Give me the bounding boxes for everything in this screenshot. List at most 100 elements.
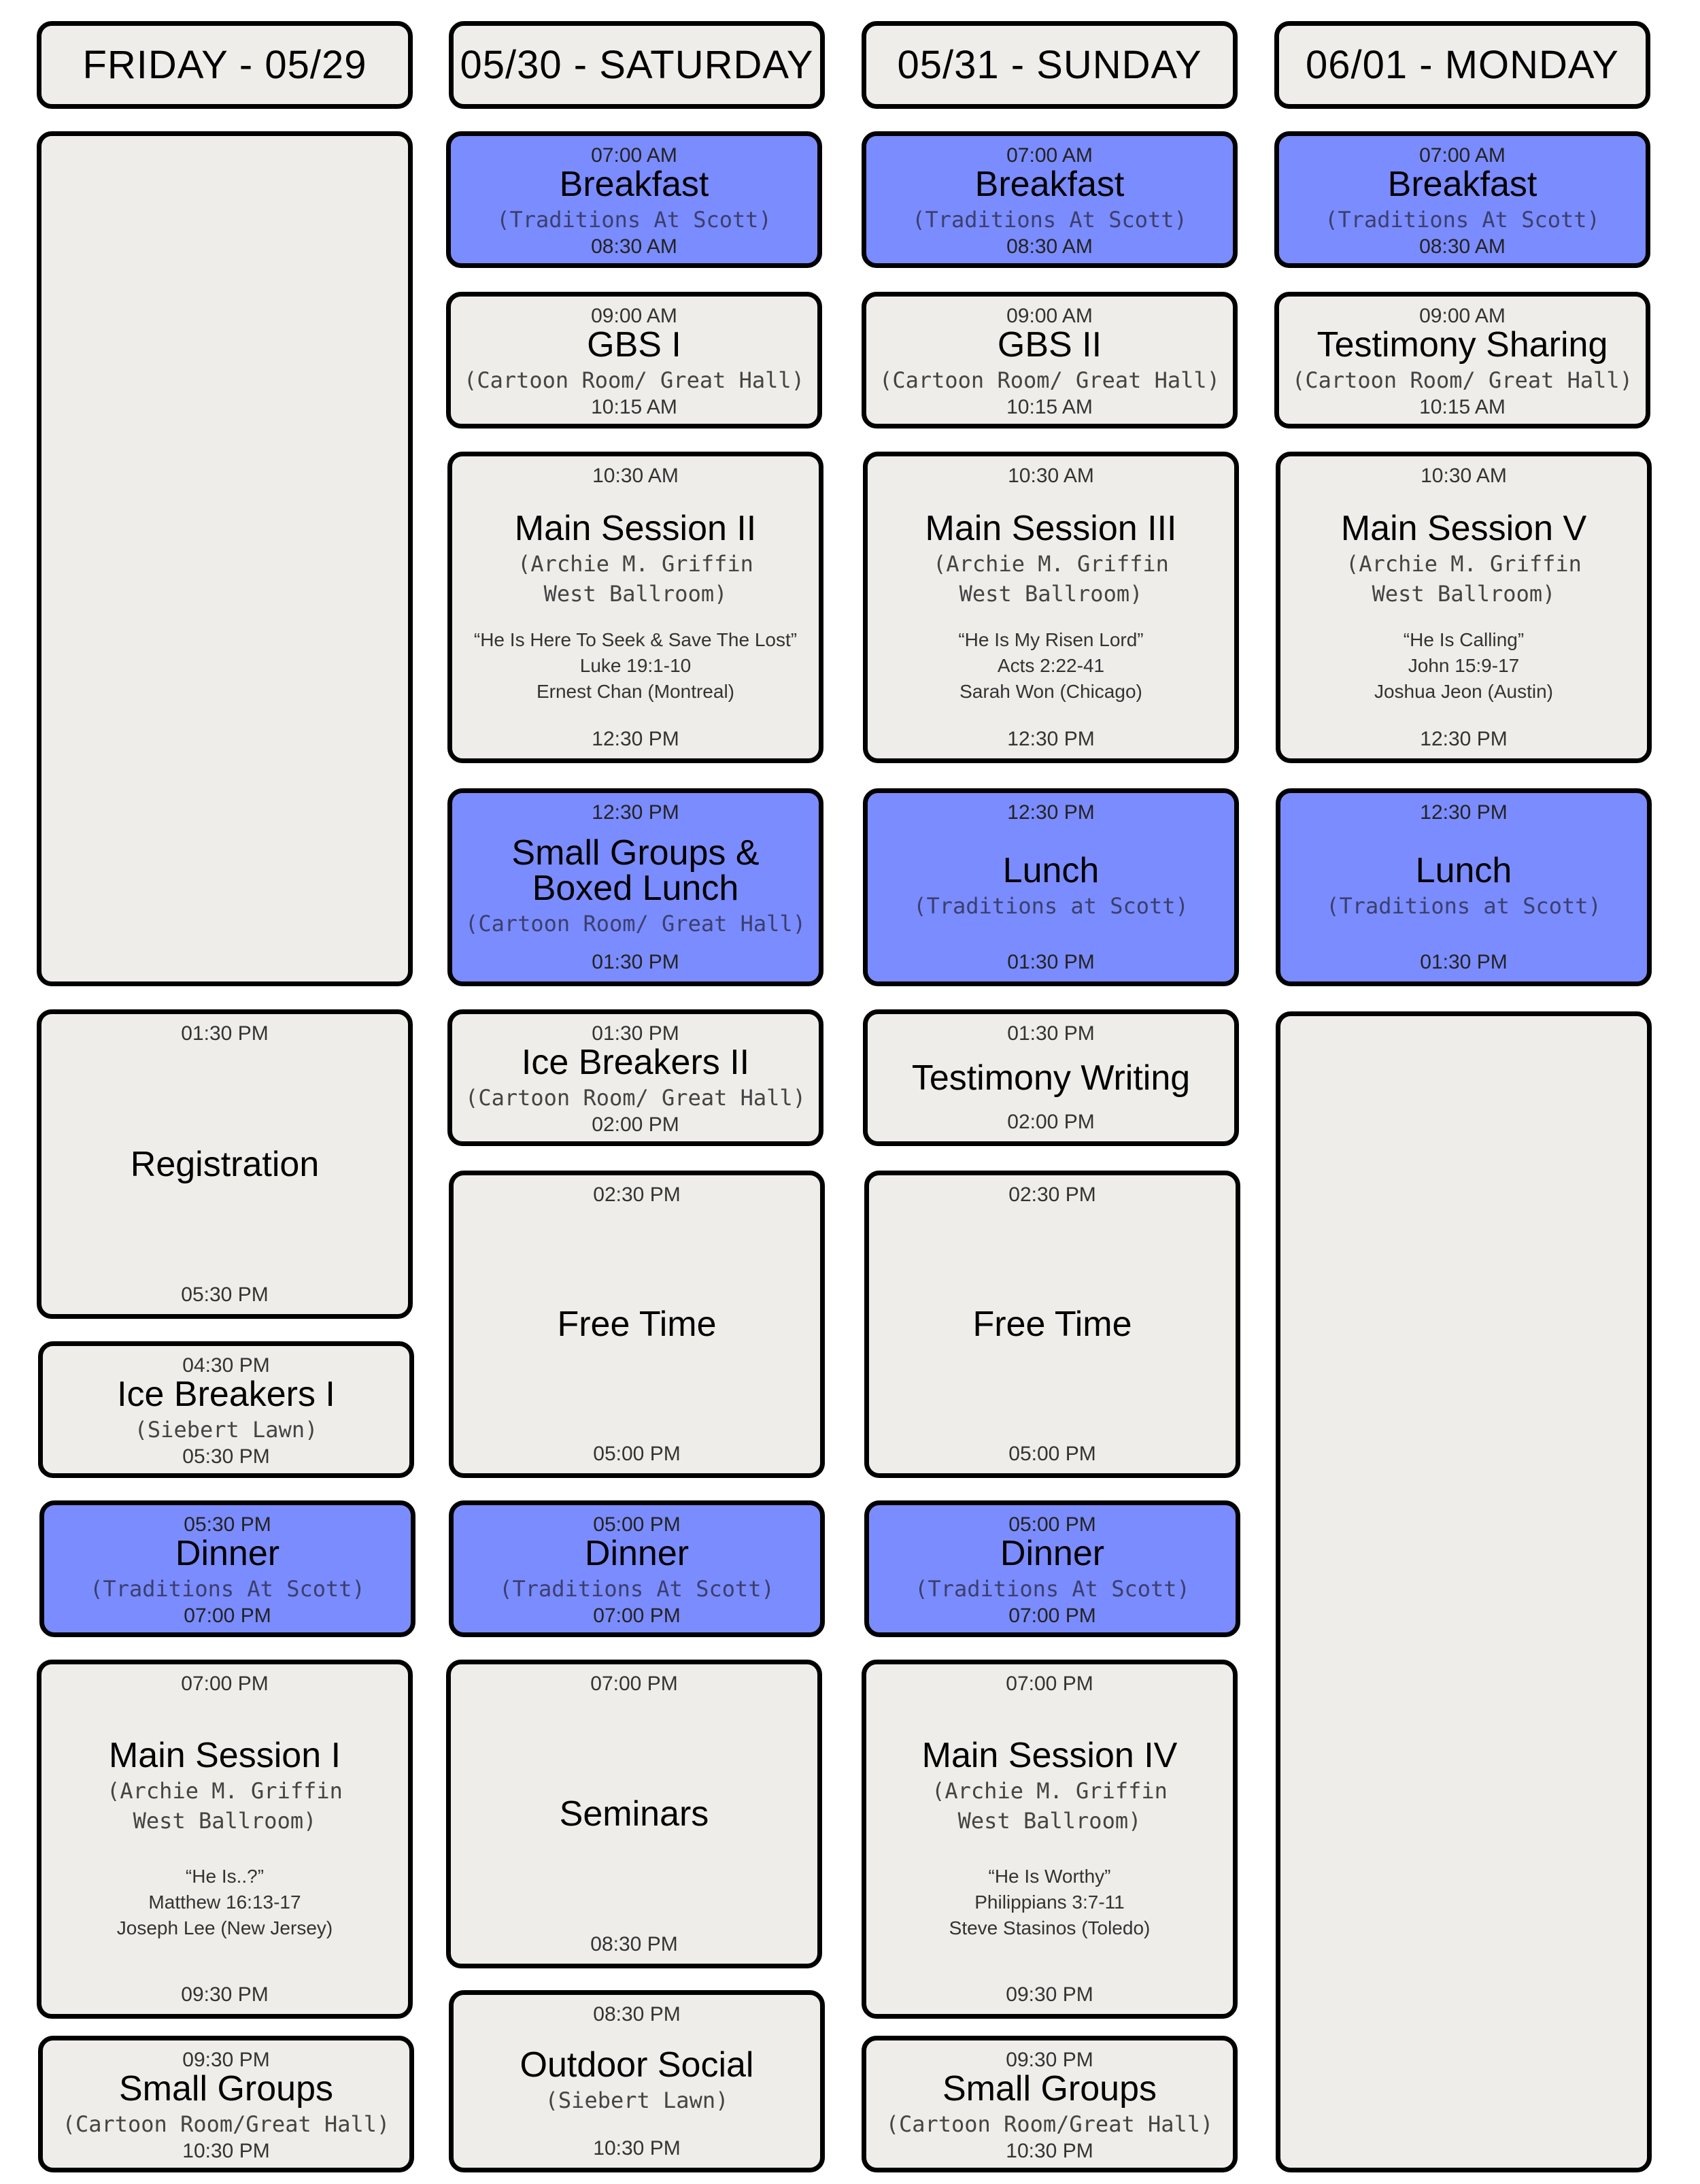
event-location: (Cartoon Room/ Great Hall) (879, 367, 1220, 393)
event-card-seminars[interactable]: 07:00 PM Seminars 08:30 PM (446, 1660, 822, 1968)
event-card-dinner-friday[interactable]: 05:30 PM Dinner (Traditions At Scott) 07… (39, 1500, 415, 1637)
day-header-saturday: 05/30 - SATURDAY (449, 21, 825, 109)
event-title: Main Session III (925, 508, 1177, 548)
event-end-time: 05:00 PM (1008, 1443, 1096, 1465)
event-start-time: 12:30 PM (1007, 801, 1095, 824)
event-location: (Traditions At Scott) (499, 1576, 775, 1602)
event-location: (Cartoon Room/ Great Hall) (1292, 367, 1633, 393)
event-card-testimony-writing[interactable]: 01:30 PM Testimony Writing 02:00 PM (863, 1009, 1239, 1146)
event-end-time: 07:00 PM (593, 1604, 681, 1627)
sermon-title: “He Is My Risen Lord” (958, 629, 1144, 651)
event-title: Free Time (557, 1305, 717, 1344)
day-header-monday: 06/01 - MONDAY (1274, 21, 1650, 109)
event-card-main-session-1[interactable]: 07:00 PM Main Session I (Archie M. Griff… (37, 1660, 413, 2019)
event-location: (Traditions At Scott) (915, 1576, 1190, 1602)
sermon-title: “He Is Calling” (1403, 629, 1525, 651)
event-start-time: 07:00 PM (1006, 1673, 1093, 1695)
event-card-main-session-3[interactable]: 10:30 AM Main Session III (Archie M. Gri… (863, 452, 1239, 763)
event-card-small-groups-boxed-lunch[interactable]: 12:30 PM Small Groups & Boxed Lunch (Car… (447, 788, 823, 986)
event-start-time: 09:00 AM (1419, 305, 1506, 327)
event-location: (Archie M. Griffin West Ballroom) (1346, 550, 1582, 607)
event-title: Ice Breakers I (117, 1375, 335, 1414)
event-start-time: 01:30 PM (181, 1022, 269, 1045)
day-header-sunday: 05/31 - SUNDAY (862, 21, 1238, 109)
empty-slot-monday-afternoon (1276, 1011, 1652, 2172)
event-end-time: 10:30 PM (593, 2137, 681, 2160)
event-end-time: 01:30 PM (592, 951, 679, 973)
event-card-dinner-saturday[interactable]: 05:00 PM Dinner (Traditions At Scott) 07… (449, 1500, 825, 1637)
event-start-time: 01:30 PM (592, 1022, 679, 1045)
event-location: (Cartoon Room/Great Hall) (62, 2111, 390, 2137)
event-card-free-time-saturday[interactable]: 02:30 PM Free Time 05:00 PM (449, 1171, 825, 1478)
event-location: (Cartoon Room/ Great Hall) (465, 911, 806, 937)
event-card-gbs-2[interactable]: 09:00 AM GBS II (Cartoon Room/ Great Hal… (862, 292, 1238, 429)
event-card-dinner-sunday[interactable]: 05:00 PM Dinner (Traditions At Scott) 07… (864, 1500, 1240, 1637)
empty-slot-friday-morning (37, 131, 413, 986)
event-title: Lunch (1415, 851, 1512, 891)
event-start-time: 09:30 PM (182, 2049, 270, 2071)
event-card-main-session-5[interactable]: 10:30 AM Main Session V (Archie M. Griff… (1276, 452, 1652, 763)
event-start-time: 02:30 PM (593, 1183, 681, 1206)
event-end-time: 10:15 AM (591, 395, 677, 418)
event-location: (Cartoon Room/ Great Hall) (464, 367, 804, 393)
event-end-time: 05:00 PM (593, 1443, 681, 1465)
event-start-time: 10:30 AM (592, 465, 679, 487)
event-end-time: 10:15 AM (1419, 395, 1506, 418)
event-start-time: 02:30 PM (1008, 1183, 1096, 1206)
event-location: (Traditions At Scott) (1325, 207, 1600, 233)
event-card-breakfast-monday[interactable]: 07:00 AM Breakfast (Traditions At Scott)… (1274, 131, 1650, 268)
event-title: Breakfast (974, 165, 1125, 204)
event-title: Free Time (972, 1305, 1132, 1344)
event-card-main-session-2[interactable]: 10:30 AM Main Session II (Archie M. Grif… (447, 452, 823, 763)
event-start-time: 07:00 AM (1419, 144, 1506, 167)
event-title: Dinner (584, 1534, 690, 1573)
event-card-ice-breakers-1[interactable]: 04:30 PM Ice Breakers I (Siebert Lawn) 0… (38, 1341, 414, 1478)
event-title: Registration (130, 1144, 320, 1184)
event-title: Seminars (559, 1794, 709, 1834)
day-header-friday: FRIDAY - 05/29 (37, 21, 413, 109)
event-card-main-session-4[interactable]: 07:00 PM Main Session IV (Archie M. Grif… (862, 1660, 1238, 2019)
event-end-time: 01:30 PM (1007, 951, 1095, 973)
event-location: (Cartoon Room/ Great Hall) (465, 1085, 806, 1111)
event-end-time: 02:00 PM (592, 1113, 679, 1136)
speaker-name: Ernest Chan (Montreal) (536, 680, 734, 702)
event-end-time: 08:30 AM (1419, 235, 1506, 258)
event-title: Small Groups (119, 2069, 333, 2109)
event-title: GBS I (587, 325, 681, 365)
event-title: Main Session II (514, 508, 757, 548)
event-title: Main Session IV (921, 1735, 1178, 1775)
event-start-time: 09:00 AM (1006, 305, 1093, 327)
event-card-registration[interactable]: 01:30 PM Registration 05:30 PM (37, 1009, 413, 1319)
event-card-ice-breakers-2[interactable]: 01:30 PM Ice Breakers II (Cartoon Room/ … (447, 1009, 823, 1146)
event-start-time: 12:30 PM (592, 801, 679, 824)
event-card-lunch-sunday[interactable]: 12:30 PM Lunch (Traditions at Scott) 01:… (863, 788, 1239, 986)
event-start-time: 07:00 PM (590, 1673, 678, 1695)
event-start-time: 07:00 AM (591, 144, 677, 167)
event-card-outdoor-social[interactable]: 08:30 PM Outdoor Social (Siebert Lawn) 1… (449, 1990, 825, 2172)
event-end-time: 10:15 AM (1006, 395, 1093, 418)
event-card-gbs-1[interactable]: 09:00 AM GBS I (Cartoon Room/ Great Hall… (446, 292, 822, 429)
event-card-testimony-sharing[interactable]: 09:00 AM Testimony Sharing (Cartoon Room… (1274, 292, 1650, 429)
event-end-time: 08:30 AM (1006, 235, 1093, 258)
event-title: Breakfast (559, 165, 709, 204)
event-card-free-time-sunday[interactable]: 02:30 PM Free Time 05:00 PM (864, 1171, 1240, 1478)
event-end-time: 08:30 AM (591, 235, 677, 258)
event-end-time: 12:30 PM (592, 728, 679, 750)
event-title: Breakfast (1387, 165, 1537, 204)
event-card-breakfast-sunday[interactable]: 07:00 AM Breakfast (Traditions At Scott)… (862, 131, 1238, 268)
event-card-lunch-monday[interactable]: 12:30 PM Lunch (Traditions at Scott) 01:… (1276, 788, 1652, 986)
event-start-time: 12:30 PM (1420, 801, 1508, 824)
event-card-small-groups-sunday[interactable]: 09:30 PM Small Groups (Cartoon Room/Grea… (862, 2036, 1238, 2172)
speaker-name: Steve Stasinos (Toledo) (949, 1917, 1151, 1938)
event-card-small-groups-friday[interactable]: 09:30 PM Small Groups (Cartoon Room/Grea… (38, 2036, 414, 2172)
event-title: GBS II (997, 325, 1102, 365)
event-title: Ice Breakers II (521, 1043, 750, 1082)
event-start-time: 01:30 PM (1007, 1022, 1095, 1045)
scripture-reference: Matthew 16:13-17 (148, 1891, 301, 1913)
event-start-time: 07:00 AM (1006, 144, 1093, 167)
event-location: (Archie M. Griffin West Ballroom) (517, 550, 753, 607)
event-title: Main Session V (1340, 508, 1587, 548)
speaker-name: Sarah Won (Chicago) (959, 680, 1142, 702)
event-card-breakfast-saturday[interactable]: 07:00 AM Breakfast (Traditions At Scott)… (446, 131, 822, 268)
event-start-time: 10:30 AM (1421, 465, 1507, 487)
